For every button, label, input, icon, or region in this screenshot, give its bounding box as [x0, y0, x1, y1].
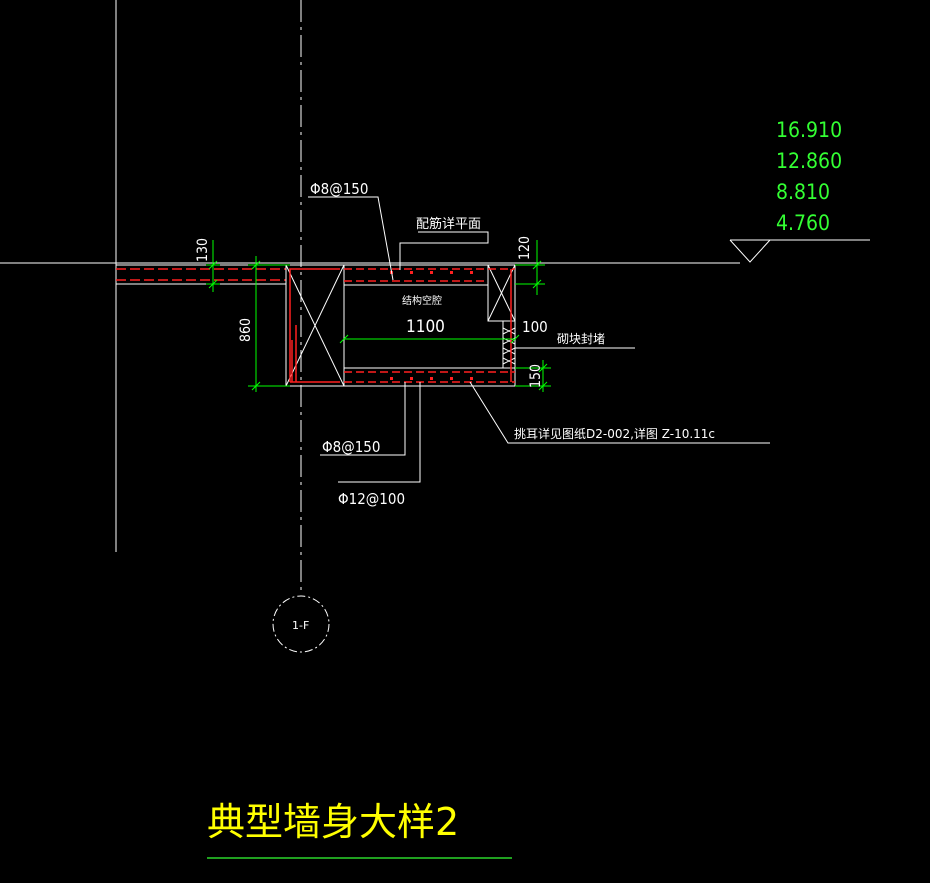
dim-beam-top: 120: [517, 236, 533, 260]
axis-bubble: 1-F: [272, 595, 330, 653]
rebar-bottom-main-label: Φ12@100: [338, 490, 405, 508]
axis-label: 1-F: [292, 619, 309, 632]
cantilever-detail-note: 挑耳详见图纸D2-002,详图 Z-10.11c: [514, 426, 715, 441]
masonry-hatch: [502, 320, 516, 369]
rebar: [289, 268, 515, 383]
drawing-title: 典型墙身大样2: [207, 800, 459, 844]
dim-width: 1100: [406, 317, 445, 337]
elevation-symbol: [729, 239, 870, 263]
elevation-4: 4.760: [776, 211, 830, 235]
elevation-1: 16.910: [776, 118, 842, 142]
leader-lines: [308, 196, 770, 483]
elevation-values: 16.910 12.860 8.810 4.760: [776, 118, 842, 235]
reinforcement-plan-note: 配筋详平面: [416, 216, 481, 232]
masonry-seal-note: 砌块封堵: [557, 332, 605, 346]
dim-gap: 100: [522, 318, 548, 336]
rebar-bottom-stirrup-label: Φ8@150: [322, 438, 380, 456]
structure-void-note: 结构空腔: [402, 294, 442, 307]
dim-slab-thickness: 130: [195, 238, 211, 262]
elevation-3: 8.810: [776, 180, 830, 204]
dim-bottom-thickness: 150: [528, 364, 544, 388]
rebar-top-label: Φ8@150: [310, 180, 368, 198]
axis-lines: [0, 0, 740, 595]
left-slab: [116, 264, 286, 285]
dimension-lines: [206, 240, 551, 392]
wall-section: [285, 264, 516, 387]
dim-height: 860: [238, 318, 254, 342]
elevation-2: 12.860: [776, 149, 842, 173]
